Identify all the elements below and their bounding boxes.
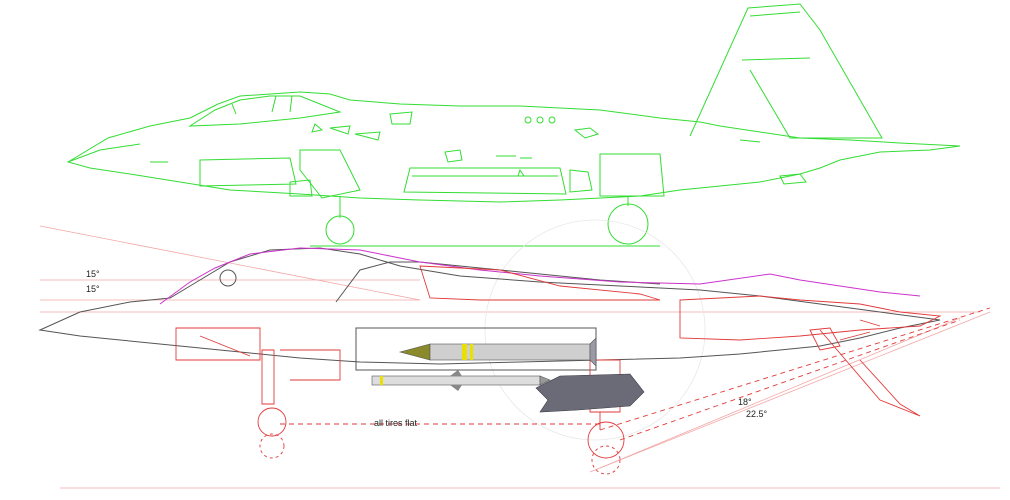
tires-note: all tires flat	[374, 418, 418, 428]
missile-upper-body	[429, 343, 591, 361]
upper-fuselage-outline	[66, 91, 961, 203]
missile-lower-body	[371, 375, 541, 386]
upper-detail-dot-2	[536, 116, 544, 124]
upper-detail-dot-3	[548, 116, 556, 124]
lower-red-geometry	[175, 265, 942, 475]
angle-label-rear-2: 22.5°	[746, 409, 768, 419]
upper-nose-line	[67, 143, 141, 163]
upper-inlet	[299, 149, 361, 199]
lower-reference-dashed	[280, 307, 991, 441]
nose-wheel-retracted	[259, 433, 285, 459]
lower-canopy	[159, 247, 921, 305]
missile-upper-band-2	[470, 344, 473, 360]
weapons-group	[371, 337, 645, 413]
lower-side-view	[38, 247, 941, 371]
missile-lower-fins	[450, 370, 462, 391]
tail-structure	[679, 295, 942, 341]
upper-canopy-frame	[231, 95, 293, 115]
missile-upper-nose	[398, 343, 431, 361]
upper-vertical-tail	[689, 3, 883, 139]
lower-reference-lines	[39, 219, 1000, 489]
nose-gear-bay	[175, 327, 261, 361]
glide-bomb	[535, 373, 645, 413]
rear-detail	[809, 319, 881, 351]
upper-side-panels	[199, 153, 665, 197]
upper-side-view	[66, 3, 961, 247]
missile-lower-band	[380, 376, 383, 385]
main-wheel	[587, 421, 625, 459]
lower-pilot-head	[219, 269, 237, 287]
lower-spine-line	[335, 261, 661, 303]
upper-canopy	[188, 95, 342, 127]
missile-upper-tail	[589, 337, 597, 367]
upper-nose-wheel	[325, 215, 355, 245]
upper-main-wheel	[607, 203, 649, 245]
missile-lower-nose	[539, 375, 551, 386]
upper-tail-detail	[741, 11, 811, 61]
nose-gear-leg	[261, 349, 341, 405]
angle-label-top: 15°	[86, 269, 100, 279]
lower-fuselage-outline	[38, 247, 941, 365]
tail-fin-sweep	[819, 329, 921, 417]
main-wheel-retracted	[591, 445, 621, 475]
upper-bay-lines	[403, 167, 567, 195]
angle-label-bottom: 15°	[86, 284, 100, 294]
angle-label-rear-1: 18°	[738, 397, 752, 407]
inlet-duct	[419, 265, 661, 301]
missile-upper-band-1	[462, 344, 467, 360]
nose-wheel	[257, 407, 287, 437]
upper-details	[150, 111, 807, 185]
lower-bay-box	[355, 327, 597, 371]
upper-detail-dot-1	[524, 116, 532, 124]
